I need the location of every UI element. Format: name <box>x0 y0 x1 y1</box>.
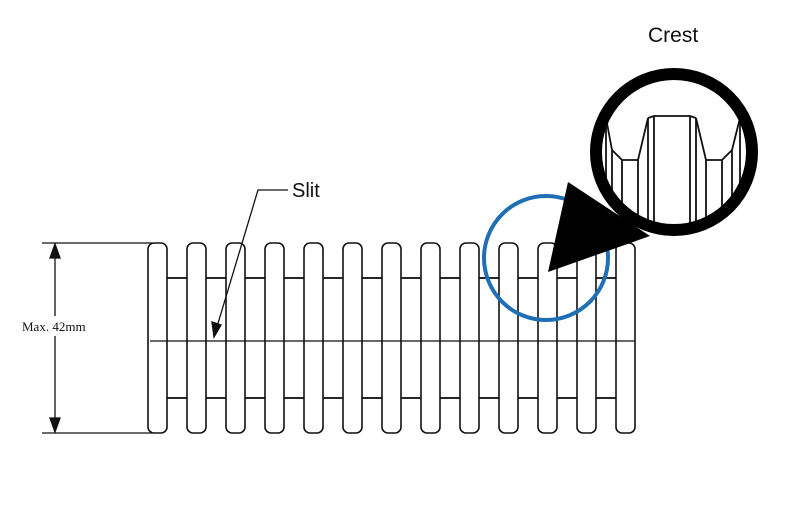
tube-rib <box>615 242 636 434</box>
tube-rib <box>225 242 246 434</box>
tube-rib <box>498 242 519 434</box>
callout-pointer <box>548 182 650 272</box>
slit-leader <box>211 189 288 339</box>
slit-label: Slit <box>292 180 320 202</box>
corrugated-tube <box>147 242 636 434</box>
tube-rib <box>420 242 441 434</box>
magnified-crest-view <box>590 68 758 236</box>
tube-rib <box>342 242 363 434</box>
crest-highlight-circle <box>482 194 610 322</box>
dimension-indicator <box>42 242 152 434</box>
tube-rib <box>186 242 207 434</box>
tube-rib <box>537 242 558 434</box>
tube-rib <box>459 242 480 434</box>
tube-rib <box>381 242 402 434</box>
tube-rib <box>264 242 285 434</box>
tube-rib <box>576 242 597 434</box>
tube-rib <box>147 242 168 434</box>
tube-rib <box>303 242 324 434</box>
dimension-label: Max. 42mm <box>22 319 86 334</box>
crest-label: Crest <box>648 24 698 47</box>
